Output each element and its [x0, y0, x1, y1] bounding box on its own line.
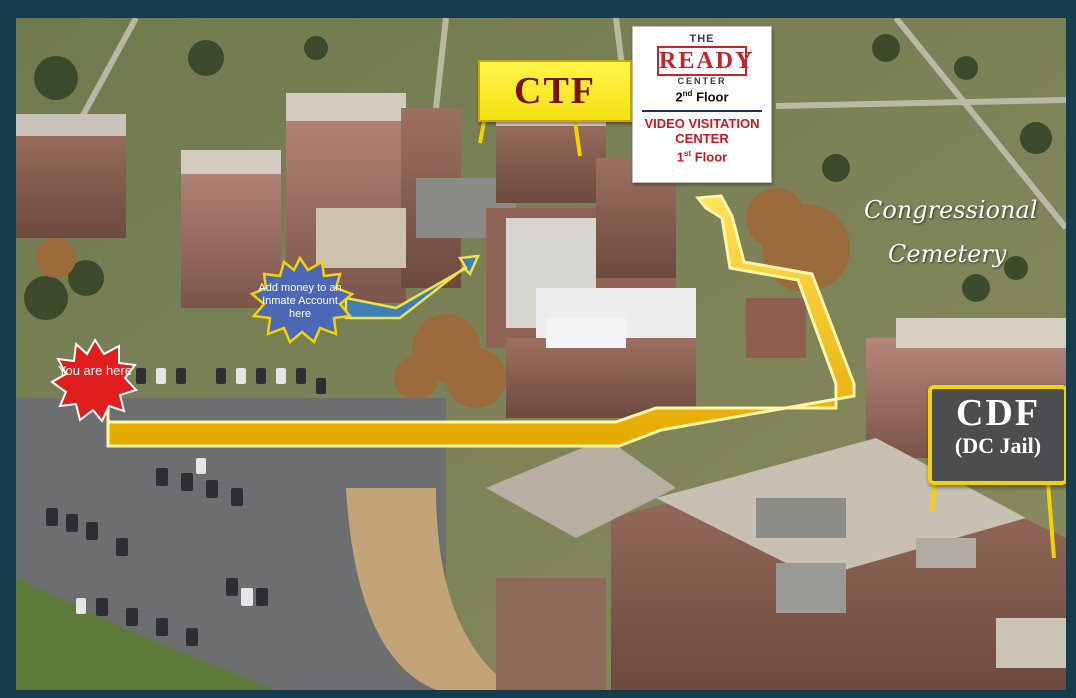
ready-logo-box: READY [657, 46, 755, 76]
cdf-sign-subtitle: (DC Jail) [954, 433, 1042, 458]
cemetery-label-line2: Cemetery [888, 240, 1007, 268]
ctf-buildings [16, 93, 606, 308]
video-visitation-floor: 1st Floor [676, 149, 728, 165]
cemetery-paths [73, 18, 1066, 230]
aerial-photo: CTF THE READY CENTER 2nd Floor VIDEO VIS… [16, 18, 1066, 690]
ready-center-sign: THE READY CENTER 2nd Floor VIDEO VISITAT… [632, 26, 772, 183]
cdf-sign-title: CDF [955, 392, 1041, 434]
sign-divider [642, 110, 762, 113]
inmate-account-label: Add money to an Inmate Account here [258, 282, 342, 320]
ready-sign-the: THE [689, 33, 715, 45]
ready-center-floor: 2nd Floor [675, 89, 729, 105]
parked-cars [46, 368, 326, 646]
parking-lot [16, 398, 446, 690]
white-cars [76, 368, 286, 614]
ready-logo-word: READY [659, 48, 755, 74]
walking-route [106, 194, 856, 448]
you-are-here-label: You are here [58, 363, 132, 378]
ctf-sign: CTF [478, 60, 632, 122]
construction-sand [346, 488, 516, 690]
account-route [344, 254, 481, 320]
cemetery-label-line1: Congressional [864, 196, 1038, 224]
video-visitation-line2: CENTER [675, 131, 729, 147]
you-are-here-burst [50, 338, 138, 423]
inmate-account-star [249, 255, 355, 345]
ready-logo-center: CENTER [677, 76, 727, 86]
video-visitation-line1: VIDEO VISITATION [644, 116, 760, 132]
trees [24, 34, 1052, 320]
cemetery-label: Congressional Cemetery [864, 188, 1064, 276]
cdf-sign: CDF (DC Jail) [928, 385, 1066, 485]
aerial-scene [16, 18, 1066, 690]
lawn-corner [16, 578, 276, 690]
